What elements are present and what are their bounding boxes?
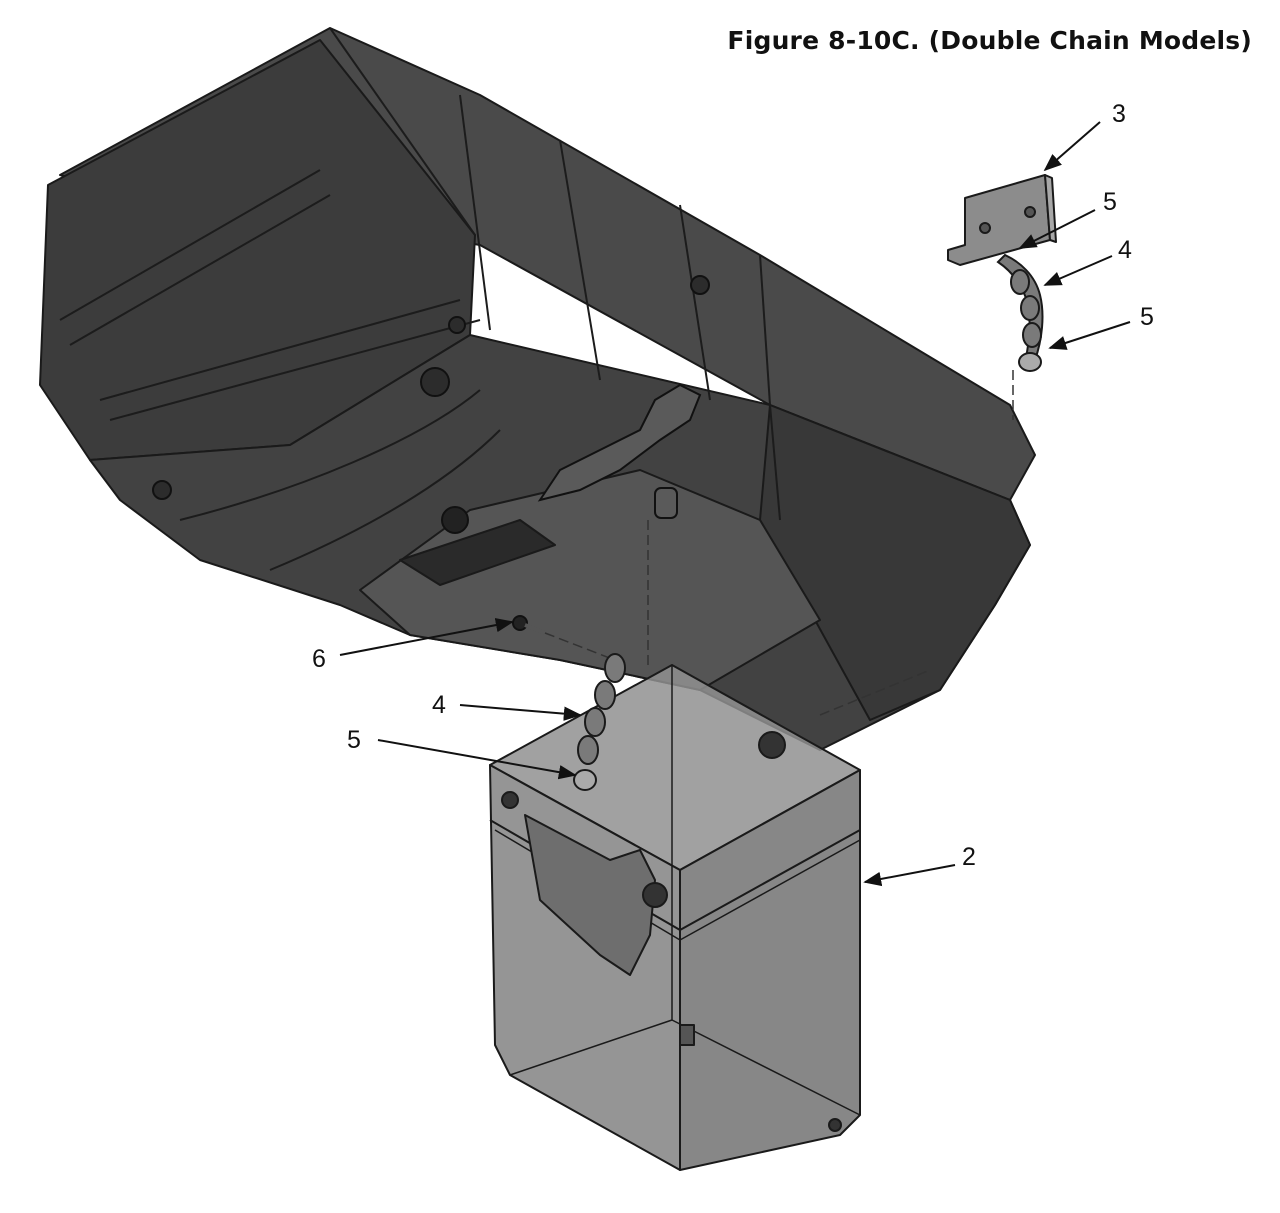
leader-2: [863, 864, 956, 887]
container-chute: [524, 814, 656, 976]
lower-chain: [573, 653, 626, 791]
callout-2: 2: [962, 843, 976, 871]
container-right-face: [679, 769, 861, 1171]
callout-6: 6: [312, 645, 326, 673]
bracket-side: [1044, 174, 1057, 243]
lower-chain-end-link: [573, 769, 597, 791]
callout-5b: 5: [1140, 303, 1154, 331]
container-clip: [679, 1024, 695, 1046]
upper-chain-end-link: [1018, 352, 1042, 372]
container-bolt-1: [758, 731, 786, 759]
hoist-bolt-1: [441, 506, 469, 534]
callout-4a: 4: [1118, 236, 1132, 264]
callout-4b: 4: [432, 691, 446, 719]
figure-title: Figure 8-10C. (Double Chain Models): [727, 26, 1252, 55]
bracket-plate: [947, 174, 1051, 266]
hoist-details: [152, 275, 710, 534]
hoist-bottom-recess: [359, 469, 821, 691]
hoist-strip: [399, 519, 556, 586]
bracket-hole-1: [979, 222, 991, 234]
hoist-bolt-2: [420, 367, 450, 397]
container-bolt-2: [642, 882, 668, 908]
leader-5b: [1048, 321, 1131, 350]
callout-5c: 5: [347, 726, 361, 754]
mounting-bracket: [947, 174, 1057, 266]
callout-5a: 5: [1103, 188, 1117, 216]
anchor-tab: [654, 487, 678, 519]
hoist-body: [39, 27, 1036, 751]
hoist-bolt-4: [152, 480, 172, 500]
upper-chain: [996, 253, 1044, 372]
container-bolt-4: [828, 1118, 842, 1132]
callout-leaders: [339, 121, 1131, 887]
container-bolt-3: [501, 791, 519, 809]
leader-3: [1043, 121, 1101, 172]
hoist-bolt-3: [448, 316, 466, 334]
leader-6: [339, 617, 514, 656]
leader-4a: [1043, 255, 1113, 286]
leader-5a: [1018, 209, 1096, 249]
hoist-bolt-5: [690, 275, 710, 295]
leader-4b: [459, 704, 582, 721]
hoist-seams: [59, 27, 781, 571]
chain-guide: [537, 383, 702, 502]
leader-5c: [377, 739, 577, 780]
bracket-hole-2: [1024, 206, 1036, 218]
chain-container: [489, 664, 861, 1171]
callout-3: 3: [1112, 100, 1126, 128]
